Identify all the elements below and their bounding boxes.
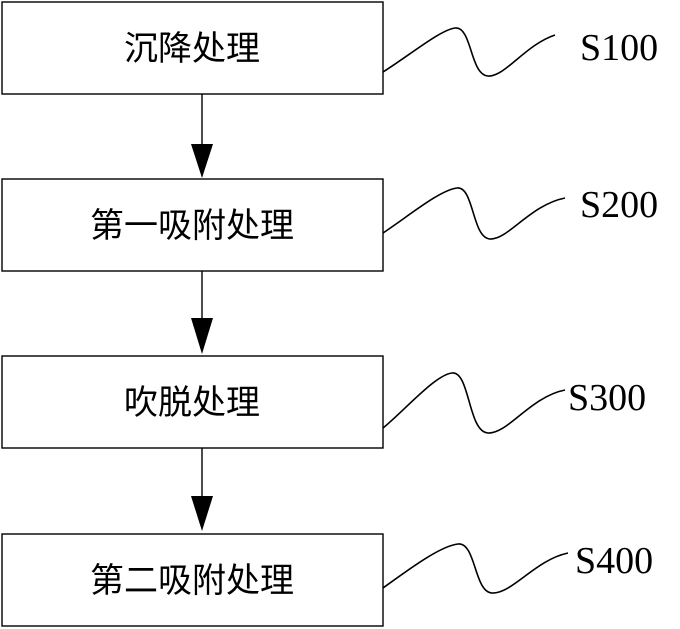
arrow-2-3 [191,271,213,354]
arrow-1-2 [191,94,213,178]
step-2: 第一吸附处理 S200 [1,178,658,272]
step-3-leader-line [382,372,566,434]
step-4-code: S400 [575,540,653,582]
step-4-label: 第二吸附处理 [90,561,294,601]
step-4: 第二吸附处理 S400 [1,533,653,627]
step-4-box [1,533,384,627]
arrow-3-4 [191,448,213,531]
arrow-3-4-head [191,496,213,531]
step-1-box [1,1,384,95]
step-3-code: S300 [568,377,646,419]
step-2-box [1,178,384,272]
step-2-label: 第一吸附处理 [90,206,294,246]
step-1-code: S100 [580,27,658,69]
step-3: 吹脱处理 S300 [1,355,646,449]
step-3-label: 吹脱处理 [124,383,260,423]
step-1-label: 沉降处理 [124,29,260,69]
arrow-1-2-head [191,144,213,178]
arrow-2-3-head [191,318,213,354]
step-1: 沉降处理 S100 [1,1,658,95]
step-2-leader-line [382,187,566,240]
step-2-code: S200 [580,184,658,226]
step-3-box [1,355,384,449]
step-1-leader-line [382,27,556,77]
step-4-leader-line [382,543,569,594]
